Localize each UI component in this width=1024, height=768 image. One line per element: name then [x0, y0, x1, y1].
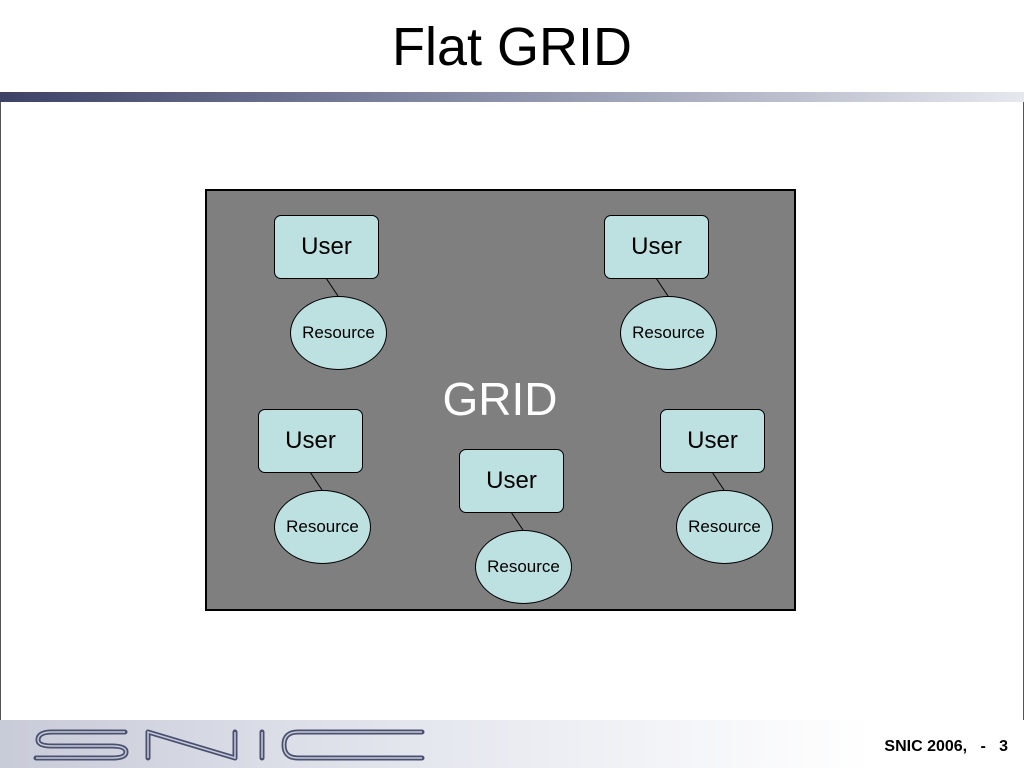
resource-node: Resource	[475, 530, 572, 604]
footer-text: SNIC 2006, - 3	[884, 738, 1008, 755]
header-bar	[0, 92, 1024, 102]
resource-node: Resource	[676, 490, 773, 564]
resource-node: Resource	[274, 490, 371, 564]
user-node: User	[274, 215, 379, 279]
footer-bar	[0, 720, 1024, 768]
user-node: User	[660, 409, 765, 473]
slide-title: Flat GRID	[391, 17, 633, 77]
user-node: User	[604, 215, 709, 279]
user-node: User	[459, 449, 564, 513]
snic-logo	[33, 729, 425, 761]
resource-node: Resource	[290, 296, 387, 370]
grid-label: GRID	[442, 373, 558, 425]
resource-node: Resource	[620, 296, 717, 370]
user-node: User	[258, 409, 363, 473]
